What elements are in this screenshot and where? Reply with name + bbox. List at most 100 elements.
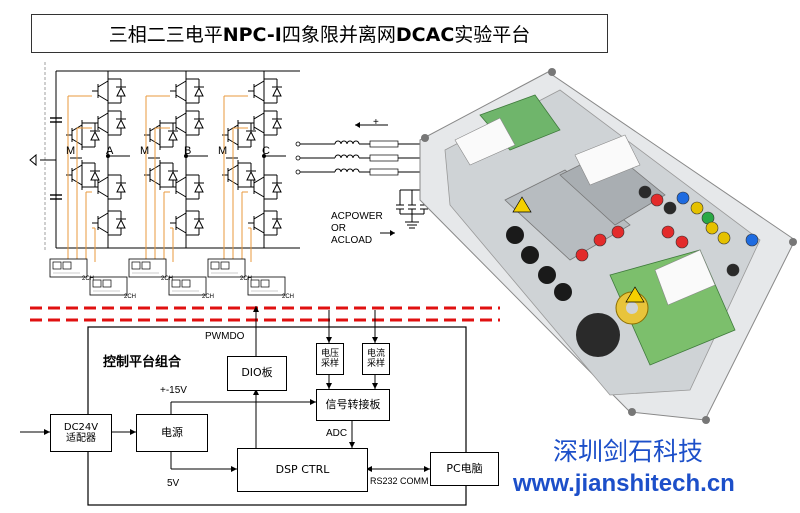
phase-label-a: A — [106, 145, 114, 157]
inductor-coil — [334, 140, 342, 145]
banana-jack — [575, 248, 589, 262]
acpower-line-3: ACLOAD — [331, 235, 373, 246]
warning-triangle-icon — [625, 286, 645, 303]
driver-label-1: 2CH — [82, 276, 95, 282]
diode-icon — [90, 170, 100, 181]
power-circuit — [29, 62, 500, 322]
driver-board — [89, 276, 128, 296]
banana-jack — [705, 221, 719, 235]
diode-icon — [168, 130, 178, 141]
driver-chip — [250, 279, 260, 288]
igbt-collector-leg — [97, 112, 109, 120]
ground-arrow-icon — [29, 153, 37, 167]
terminal-dot — [295, 155, 301, 161]
product-photo — [419, 68, 797, 424]
acpower-line-1: ACPOWER — [331, 211, 383, 222]
driver-label-3: 2CH — [161, 276, 174, 282]
current-sensor — [369, 168, 399, 176]
arrow-head-icon — [355, 122, 360, 128]
pc-box: PC电脑 — [430, 452, 499, 486]
adapter-label: DC24V 适配器 — [63, 421, 99, 445]
phase-leg-c — [222, 71, 286, 262]
igbt-emitter-leg — [253, 94, 265, 102]
corner-post — [548, 68, 556, 76]
phase-label-b: B — [184, 145, 192, 157]
capacitor-can — [521, 246, 539, 264]
driver-board — [49, 258, 88, 278]
diode-icon — [194, 118, 204, 129]
igbt-emitter-leg — [253, 226, 265, 234]
driver-chip — [260, 279, 270, 288]
driver-chip — [131, 261, 141, 270]
product-photo-group — [419, 68, 797, 424]
phase-label-c: C — [262, 145, 270, 157]
warning-label — [654, 249, 716, 306]
driver-board — [247, 276, 286, 296]
driver-label-6: 2CH — [282, 294, 295, 300]
warning-label — [574, 134, 641, 186]
driver-chip — [210, 261, 220, 270]
diode-icon — [272, 86, 282, 97]
diode-icon — [272, 118, 282, 129]
rs232-label: RS232 COMM — [370, 476, 429, 486]
igbt-s3 — [92, 172, 126, 202]
igbt-s4 — [92, 208, 126, 238]
driver-board-2 — [89, 276, 128, 296]
pc-label: PC电脑 — [446, 461, 483, 475]
capacitor-can — [554, 283, 572, 301]
capacitor-can — [506, 226, 524, 244]
inductor-coil — [340, 154, 348, 159]
banana-jack — [661, 225, 675, 239]
igbt-emitter-leg — [175, 226, 187, 234]
acpower-label: ACPOWER OR ACLOAD — [331, 211, 383, 247]
arrow-head-icon — [390, 230, 395, 236]
igbt-emitter-leg — [175, 190, 187, 198]
inductor-coil — [352, 140, 360, 145]
igbt-s2 — [170, 108, 204, 138]
corner-post — [702, 416, 710, 424]
dio-board-label: DIO板 — [241, 366, 273, 380]
driver-chip — [102, 279, 112, 288]
igbt-collector-leg — [175, 80, 187, 88]
corner-post — [421, 134, 429, 142]
inductor-coil — [334, 168, 342, 173]
control-wiring — [20, 306, 467, 506]
arrow-head-icon — [326, 337, 332, 343]
igbt-emitter-leg — [97, 126, 109, 134]
driver-chip — [62, 261, 72, 270]
banana-jack — [593, 233, 607, 247]
company-url: www.jianshitech.cn — [513, 470, 735, 497]
arrow-head-icon — [253, 389, 259, 395]
diode-icon — [116, 218, 126, 229]
igbt-collector-leg — [175, 212, 187, 220]
current-sampling-label: 电流 采样 — [366, 348, 385, 369]
phase-leg-a — [66, 71, 130, 262]
diode-icon — [246, 170, 256, 181]
banana-jack — [717, 231, 731, 245]
driver-board — [128, 258, 167, 278]
igbt-s3 — [170, 172, 204, 202]
adc-label: ADC — [326, 428, 348, 439]
igbt-s4 — [170, 208, 204, 238]
fan — [576, 313, 620, 357]
igbt-s1 — [248, 76, 282, 106]
company-name: 深圳剑石科技 — [553, 437, 704, 466]
driver-board — [168, 276, 207, 296]
igbt-emitter-leg — [97, 94, 109, 102]
arrow-head-icon — [231, 466, 237, 472]
igbt-clamp-2 — [144, 160, 178, 190]
igbt-emitter-leg — [175, 94, 187, 102]
diode-icon — [90, 130, 100, 141]
igbt-clamp-2 — [222, 160, 256, 190]
minus15v-label: +-15V — [160, 385, 187, 396]
igbt-collector-leg — [175, 112, 187, 120]
title-box: 三相二三电平NPC-I四象限并离网DCAC实验平台 — [31, 14, 608, 53]
diode-icon — [116, 118, 126, 129]
signal-board-label: 信号转接板 — [325, 397, 381, 411]
driver-board — [207, 258, 246, 278]
five-volt-label: 5V — [167, 478, 180, 489]
diode-icon — [246, 130, 256, 141]
igbt-emitter-leg — [97, 226, 109, 234]
diode-icon — [272, 218, 282, 229]
diode-icon — [116, 182, 126, 193]
